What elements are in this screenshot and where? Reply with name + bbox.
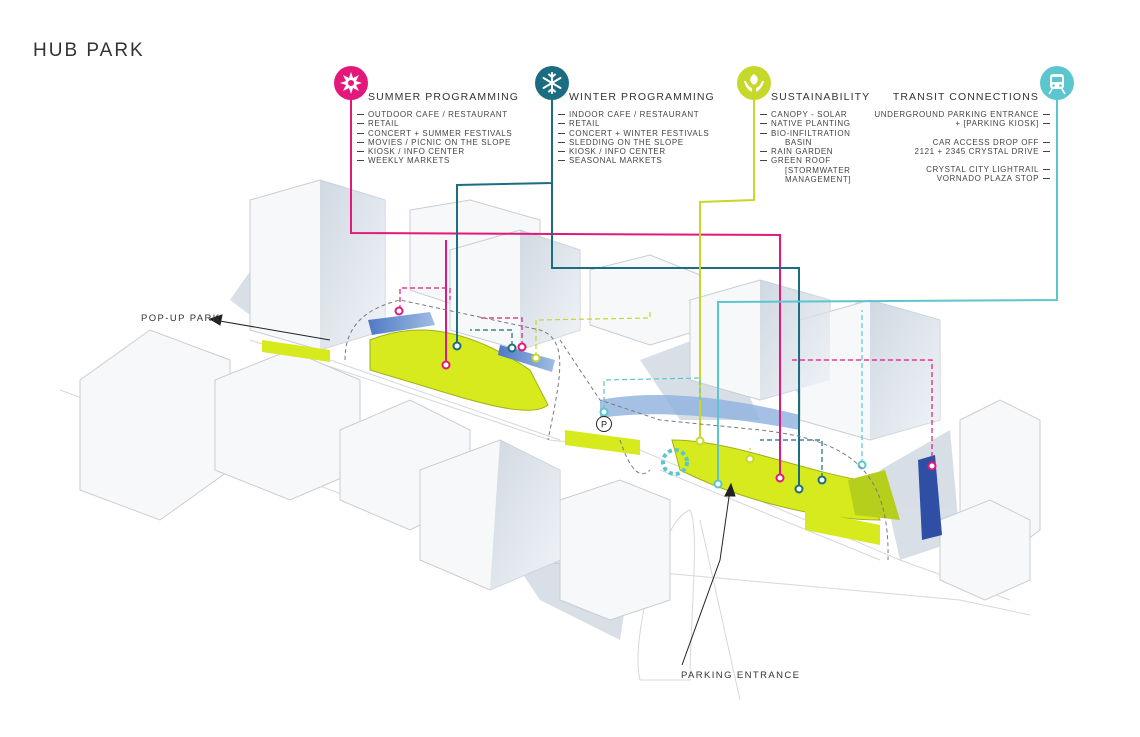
list-item: BASIN [785, 137, 813, 147]
list-item: RAIN GARDEN [759, 147, 851, 156]
popup-park-label: POP-UP PARK [141, 313, 221, 324]
sun-icon [334, 66, 368, 100]
list-item: KIOSK / INFO CENTER [356, 147, 512, 156]
list-item: CAR ACCESS DROP OFF [874, 138, 1050, 147]
list-item: OUTDOOR CAFE / RESTAURANT [356, 110, 512, 119]
page-title: HUB PARK [33, 40, 145, 61]
list-item: BIO-INFILTRATION [759, 128, 851, 138]
list-item: UNDERGROUND PARKING ENTRANCE [874, 110, 1050, 119]
parking-entrance-arrow [681, 489, 731, 666]
list-item: SLEDDING ON THE SLOPE [557, 138, 709, 147]
list-item: MOVIES / PICNIC ON THE SLOPE [356, 137, 511, 147]
list-item: NATIVE PLANTING [759, 119, 851, 129]
roundabout-icon [661, 448, 689, 476]
list-item: KIOSK / INFO CENTER [557, 147, 709, 156]
summer-heading: SUMMER PROGRAMMING [368, 91, 520, 103]
list-item: [STORMWATER [785, 165, 851, 175]
list-item: CRYSTAL CITY LIGHTRAIL [874, 165, 1050, 174]
hands-leaf-icon [737, 66, 771, 100]
list-item: INDOOR CAFE / RESTAURANT [557, 110, 709, 119]
callout-arrows [208, 314, 736, 666]
parking-icon [596, 416, 612, 432]
list-item: VORNADO PLAZA STOP [874, 174, 1050, 183]
parking-entrance-arrowhead [724, 482, 736, 497]
list-item: MANAGEMENT] [785, 175, 852, 185]
list-item: CANOPY - SOLAR [759, 110, 851, 119]
list-item: WEEKLY MARKETS [356, 156, 512, 165]
list-item: + [PARKING KIOSK] [874, 119, 1050, 128]
train-icon [1040, 66, 1074, 100]
popup-park-arrowhead [208, 314, 223, 326]
list-item: RETAIL [557, 119, 709, 128]
sustainability-badge [737, 66, 771, 100]
winter-heading: WINTER PROGRAMMING [569, 91, 715, 103]
circulation-paths [344, 299, 889, 561]
winter-badge [535, 66, 569, 100]
winter-list: INDOOR CAFE / RESTAURANT RETAIL CONCERT … [557, 110, 710, 166]
parking-symbol: P [601, 420, 607, 430]
building-faces [320, 180, 940, 590]
summer-list: OUTDOOR CAFE / RESTAURANT RETAIL CONCERT… [356, 110, 513, 166]
list-item: 2121 + 2345 CRYSTAL DRIVE [874, 147, 1050, 156]
parking-entrance-label: PARKING ENTRANCE [681, 670, 801, 681]
list-item: CONCERT + WINTER FESTIVALS [557, 128, 710, 138]
popup-park-arrow [213, 319, 331, 341]
program-lines [350, 100, 1058, 488]
snowflake-icon [535, 66, 569, 100]
list-item: GREEN ROOF [759, 156, 851, 165]
list-item: CONCERT + SUMMER FESTIVALS [356, 128, 513, 138]
list-item: RETAIL [356, 119, 512, 128]
program-markers [394, 306, 937, 494]
transit-list: UNDERGROUND PARKING ENTRANCE + [PARKING … [874, 110, 1050, 184]
list-item: SEASONAL MARKETS [557, 156, 709, 165]
transit-badge [1040, 66, 1074, 100]
transit-heading: TRANSIT CONNECTIONS [892, 91, 1039, 103]
sustainability-list: CANOPY - SOLAR NATIVE PLANTING BIO-INFIL… [759, 110, 852, 185]
summer-badge [334, 66, 368, 100]
sustainability-heading: SUSTAINABILITY [771, 91, 871, 103]
